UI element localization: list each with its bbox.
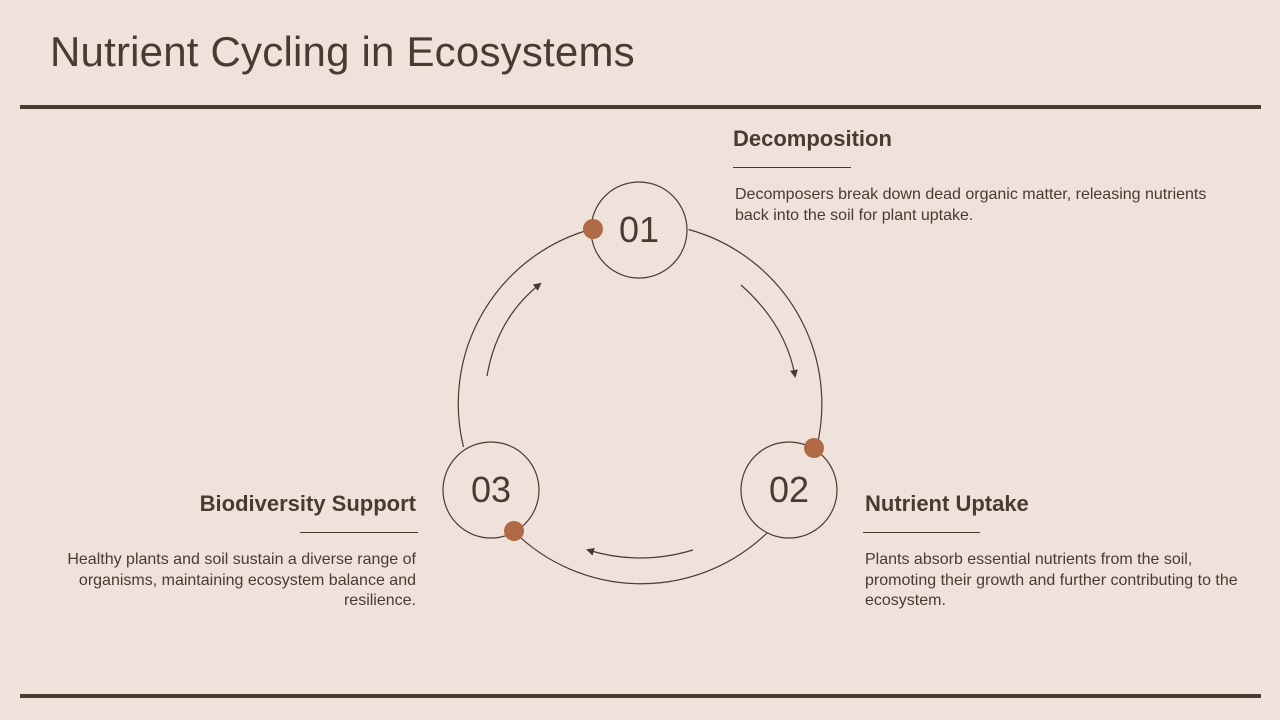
step-underline-01	[733, 167, 851, 168]
step-heading-03: Biodiversity Support	[199, 491, 416, 516]
step-description-01: Decomposers break down dead organic matt…	[735, 186, 1207, 224]
step-description-02: Plants absorb essential nutrients from t…	[865, 551, 1238, 609]
page-title: Nutrient Cycling in Ecosystems	[50, 28, 635, 75]
bottom-divider	[20, 694, 1261, 698]
cycle-ring-arc-1-2	[688, 228, 823, 469]
step-heading-01: Decomposition	[733, 126, 892, 151]
cycle-ring-arc-2-3	[513, 530, 770, 585]
top-divider	[20, 105, 1261, 109]
step-circle-02	[740, 441, 838, 539]
step-underline-03	[300, 532, 418, 533]
step-circle-03	[442, 441, 540, 539]
cycle-ring-arc-3-1	[457, 228, 593, 448]
accent-dot-01	[583, 219, 603, 239]
arrow-3-to-1	[486, 282, 542, 377]
step-underline-02	[863, 532, 980, 533]
accent-dot-02	[804, 438, 824, 458]
arrow-1-to-2	[740, 284, 798, 378]
step-heading-02: Nutrient Uptake	[865, 491, 1029, 516]
accent-dot-03	[504, 521, 524, 541]
step-number-03: 03	[470, 469, 512, 510]
arrow-2-to-3	[586, 547, 694, 559]
step-number-02: 02	[768, 469, 810, 510]
step-number-01: 01	[618, 209, 660, 250]
step-description-03: Healthy plants and soil sustain a divers…	[67, 551, 416, 609]
